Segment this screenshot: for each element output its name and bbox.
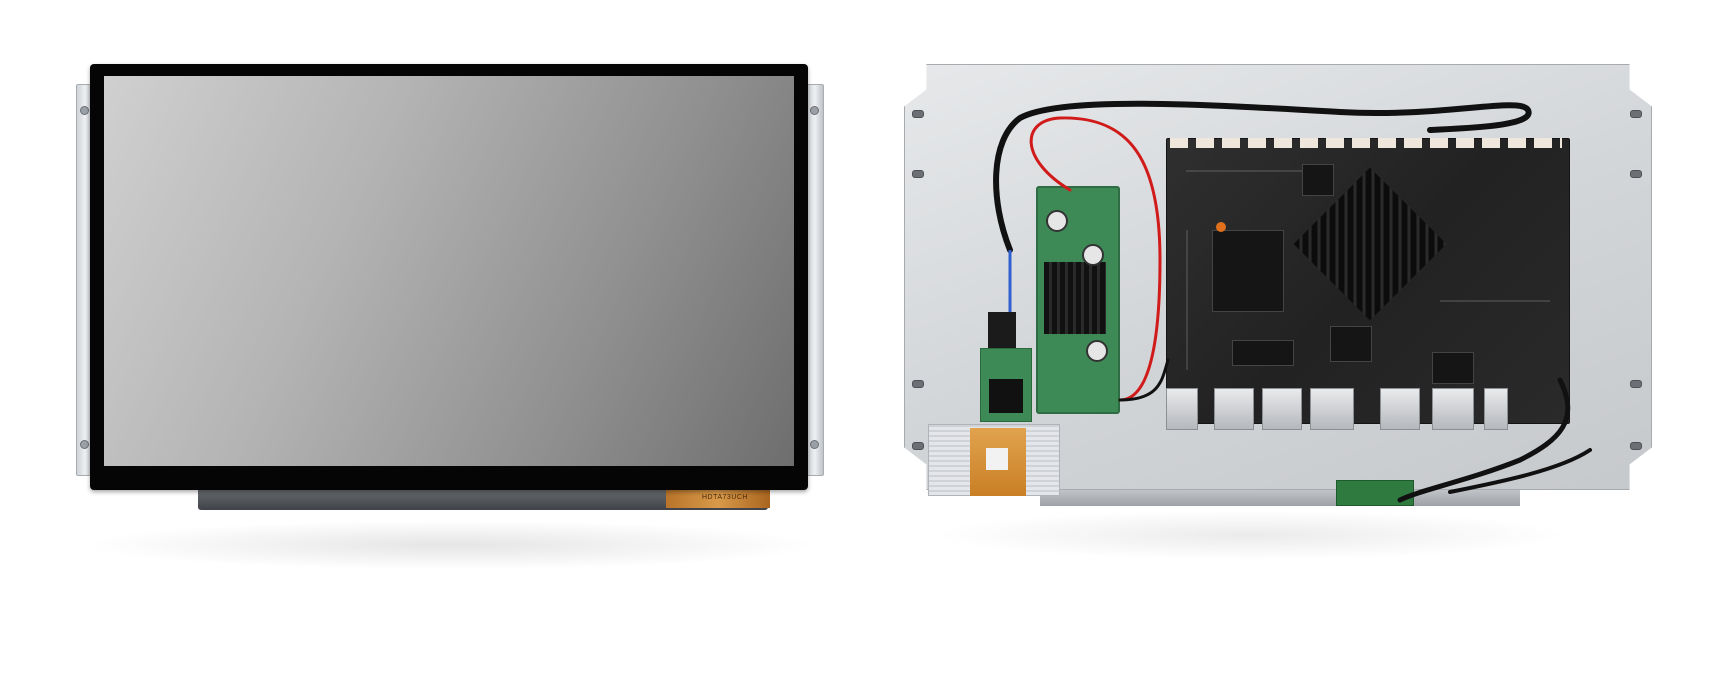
- capacitor-icon: [1082, 244, 1104, 266]
- display-bottom-plate: [198, 488, 768, 510]
- capacitor-icon: [1046, 210, 1068, 232]
- pcb-trace: [1186, 170, 1306, 172]
- ic-chip: [1330, 326, 1372, 362]
- ethernet-port: [1310, 388, 1354, 430]
- lvds-cable: [1397, 377, 1571, 503]
- fpc-flex-cable: HDTA73UCH: [666, 490, 770, 508]
- screw-icon: [810, 440, 819, 449]
- front-shadow: [80, 520, 820, 570]
- usb-port: [1214, 388, 1254, 430]
- display-panel: [104, 76, 794, 466]
- mounting-hole-icon: [912, 380, 924, 388]
- black-cable: [993, 100, 1532, 253]
- adapter-board: [980, 348, 1032, 422]
- flex-connector-chip: [970, 428, 1026, 496]
- connector-header-row: [1170, 138, 1562, 148]
- mounting-hole-icon: [912, 170, 924, 178]
- ic-chip: [1302, 164, 1334, 196]
- power-board-heatsink: [1044, 262, 1106, 334]
- mounting-hole-icon: [1630, 110, 1642, 118]
- screw-icon: [80, 106, 89, 115]
- ic-chip: [1432, 352, 1474, 384]
- pcb-trace: [1186, 230, 1188, 370]
- m2-slot: [1232, 340, 1294, 366]
- mounting-hole-icon: [1630, 442, 1642, 450]
- mounting-hole-icon: [1630, 170, 1642, 178]
- red-cable: [1029, 116, 1162, 402]
- dc-jack-port: [1166, 388, 1198, 430]
- capacitor-icon: [1086, 340, 1108, 362]
- lvds-cable: [1448, 448, 1592, 494]
- screw-icon: [810, 106, 819, 115]
- audio-jack-port: [1484, 388, 1508, 430]
- back-shadow: [930, 510, 1570, 560]
- red-cable: [1118, 358, 1170, 402]
- fpc-label: HDTA73UCH: [702, 494, 748, 501]
- hdmi-port: [1380, 388, 1420, 430]
- usb-port: [1262, 388, 1302, 430]
- mounting-hole-icon: [1630, 380, 1642, 388]
- pcb-trace: [1440, 300, 1550, 302]
- ic-chip: [1212, 230, 1284, 312]
- mounting-hole-icon: [912, 442, 924, 450]
- mounting-hole-icon: [912, 110, 924, 118]
- mount-pad: [1216, 222, 1226, 232]
- screw-icon: [80, 440, 89, 449]
- rj45-port: [1432, 388, 1474, 430]
- pin-header: [988, 312, 1016, 350]
